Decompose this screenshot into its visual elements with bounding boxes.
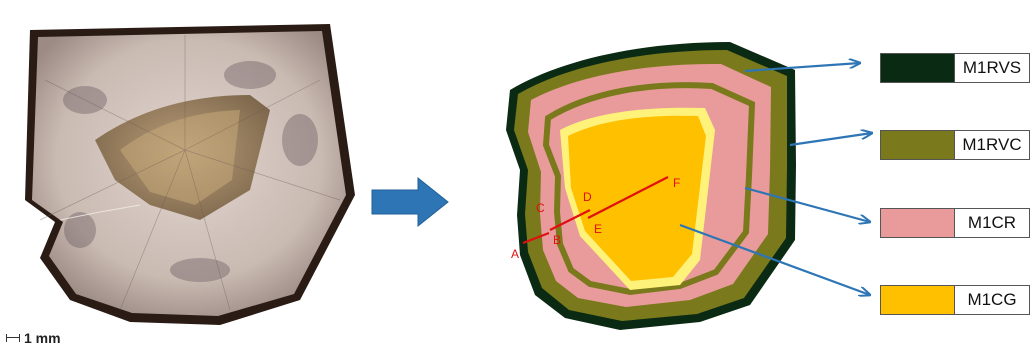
point-label-c: C — [536, 201, 545, 215]
legend-label: M1CR — [955, 208, 1030, 238]
point-label-d: D — [583, 190, 592, 204]
layer-schematic: A B C D E F — [506, 42, 796, 330]
point-label-e: E — [594, 222, 602, 236]
legend-swatch — [880, 130, 955, 160]
legend-item-m1rvs: M1RVS — [880, 53, 1030, 83]
point-label-b: B — [553, 233, 561, 247]
arrow-m1rvc — [790, 133, 872, 145]
scale-bar-icon — [6, 334, 20, 342]
point-label-f: F — [673, 176, 680, 190]
wood-section-photo — [25, 24, 355, 325]
legend-item-m1cr: M1CR — [880, 208, 1030, 238]
scale-bar-label: 1 mm — [24, 330, 61, 346]
legend-item-m1rvc: M1RVC — [880, 130, 1030, 160]
scale-bar: 1 mm — [6, 330, 61, 346]
legend-item-m1cg: M1CG — [880, 285, 1030, 315]
legend-swatch — [880, 285, 955, 315]
legend-swatch — [880, 53, 955, 83]
legend-label: M1RVS — [955, 53, 1030, 83]
legend-label: M1CG — [955, 285, 1030, 315]
legend-swatch — [880, 208, 955, 238]
legend-label: M1RVC — [955, 130, 1030, 160]
transition-arrow — [372, 178, 448, 226]
point-label-a: A — [511, 247, 519, 261]
